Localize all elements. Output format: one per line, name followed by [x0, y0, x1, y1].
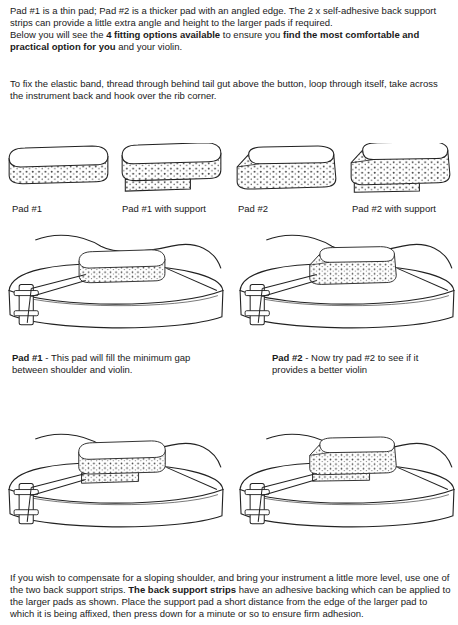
text-block: Below you will see the4 fitting options … — [10, 29, 452, 53]
label-text: and your violin. — [118, 41, 182, 52]
label-text: Pad #1 with support — [122, 203, 206, 214]
bold-text: Pad #2 — [272, 352, 303, 363]
text-block: Pad #2 — [238, 203, 338, 215]
bold-text: Pad #1 — [12, 352, 43, 363]
text-block: Pad #2- Now try pad #2 to see if it prov… — [272, 352, 452, 376]
pad-drawing — [237, 146, 336, 189]
text-block: Pad #1- This pad will fill the minimum g… — [12, 352, 202, 376]
text-block: Pad #1 — [12, 203, 112, 215]
violin-drawing — [240, 434, 454, 527]
violin-drawing — [240, 235, 454, 328]
text-block: To fix the elastic band, thread through … — [10, 78, 452, 102]
label-text: Pad #1 is a thin pad; Pad #2 is a thicke… — [10, 5, 436, 28]
pad-drawing — [122, 143, 221, 191]
label-text: Below you will see the — [10, 29, 103, 40]
label-text: Pad #1 — [12, 203, 42, 214]
violin-drawing — [9, 434, 223, 527]
bold-text: The back support strips — [128, 584, 236, 595]
text-block: If you wish to compensate for a sloping … — [10, 572, 452, 620]
text-block: Pad #1 is a thin pad; Pad #2 is a thicke… — [10, 5, 452, 29]
label-text: to ensure you — [223, 29, 281, 40]
label-text: To fix the elastic band, thread through … — [10, 78, 438, 101]
bold-text: 4 fitting options available — [106, 29, 220, 40]
text-block: Pad #1 with support — [122, 203, 232, 215]
label-text: Pad #2 — [238, 203, 268, 214]
pad-drawing — [9, 146, 108, 184]
pad-drawing — [351, 142, 450, 192]
text-block: Pad #2 with support — [352, 203, 456, 215]
label-text: Pad #2 with support — [352, 203, 436, 214]
violin-drawing — [9, 235, 223, 328]
